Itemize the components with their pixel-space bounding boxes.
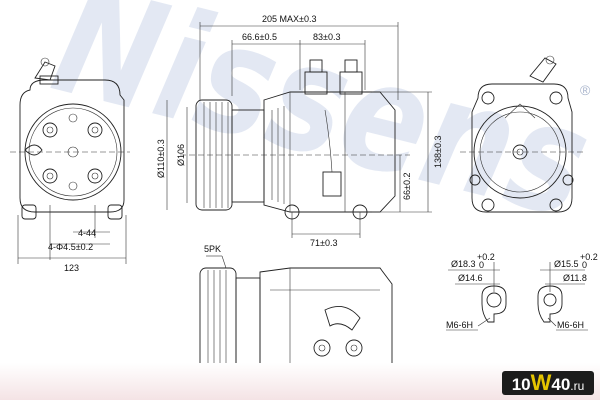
bolt-circle-dim: 4-Φ4.5±0.2: [48, 242, 93, 252]
overall-length-dim: 205 MAX±0.3: [262, 14, 316, 24]
pulley-outer-dim: Ø110±0.3: [156, 139, 166, 178]
foot-spacing-dim: 71±0.3: [310, 238, 337, 248]
port-right-bore: Ø11.8: [563, 273, 587, 283]
logo-domain: .ru: [570, 379, 585, 393]
belt-type-label: 5PK: [204, 244, 221, 254]
footer-band: [0, 363, 600, 400]
port-detail-left: [446, 262, 507, 331]
logo-mid: W: [530, 370, 552, 395]
height-total-dim: 138±0.3: [433, 136, 443, 168]
watermark-registered: ®: [580, 82, 591, 98]
side-view: [166, 22, 432, 238]
port-right-tol-lower: 0: [582, 260, 587, 270]
logo-suffix: 40: [551, 375, 571, 394]
port-left-thread: M6-6H: [446, 320, 473, 330]
port-detail-right: [537, 262, 588, 331]
port-left-tol-lower: 0: [479, 260, 484, 270]
logo-prefix: 10: [511, 375, 531, 394]
pulley-inner-dim: Ø106: [176, 144, 186, 166]
mount-a-dim: 66.6±0.5: [242, 32, 277, 42]
rear-view: [460, 55, 585, 213]
mount-b-dim: 83±0.3: [313, 32, 340, 42]
port-left-tol-upper: +0.2: [477, 252, 495, 262]
bolt-holes-dim: 4-44: [78, 228, 96, 238]
port-right-diameter: Ø15.5: [554, 259, 579, 269]
port-left-bore: Ø14.6: [458, 273, 483, 283]
port-right-tol-upper: +0.2: [580, 252, 598, 262]
site-logo[interactable]: 10W40.ru: [502, 371, 594, 395]
height-lower-dim: 66±0.2: [402, 173, 412, 200]
front-view: [10, 57, 130, 264]
port-left-diameter: Ø18.3: [451, 259, 476, 269]
front-width-dim: 123: [64, 263, 79, 273]
port-right-thread: M6-6H: [557, 320, 584, 330]
